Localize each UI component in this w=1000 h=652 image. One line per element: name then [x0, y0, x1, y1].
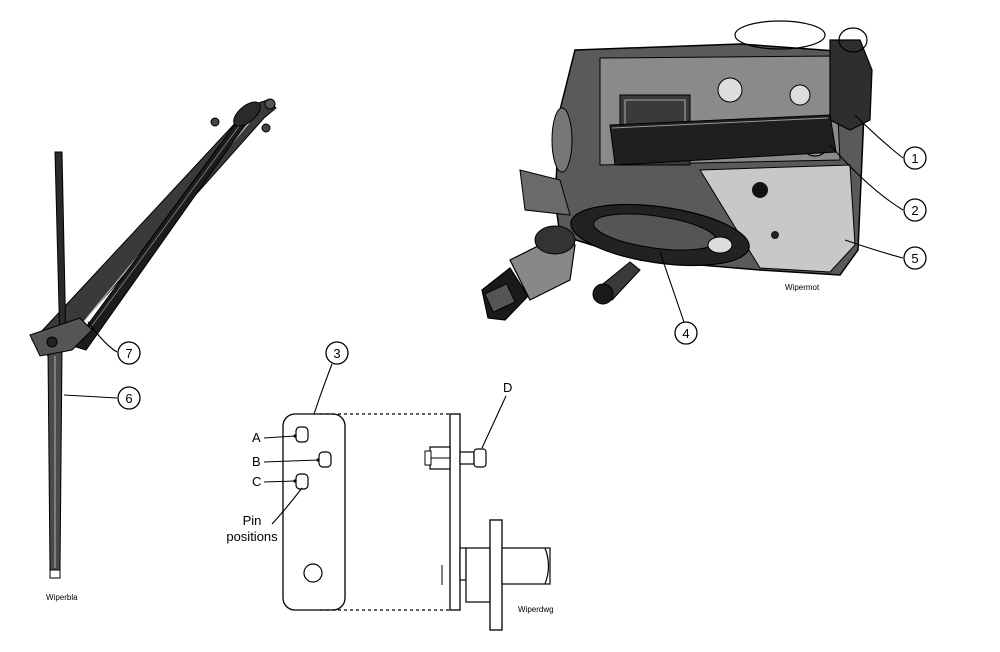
pin-slot-c: [295, 473, 309, 490]
callout-4: 4: [659, 251, 698, 345]
pin-label-b: B: [252, 454, 320, 469]
pin-slot-a: [295, 426, 309, 443]
callout-6: 6: [63, 386, 141, 410]
caption-motor: Wipermot: [785, 283, 820, 292]
wiper-motor-illustration: [481, 20, 873, 321]
svg-text:positions: positions: [226, 529, 278, 544]
svg-text:A: A: [252, 430, 261, 445]
callout-7-label: 7: [125, 346, 132, 361]
callout-3-label: 3: [333, 346, 340, 361]
pin-positions-label: Pin positions: [226, 487, 303, 544]
svg-text:C: C: [252, 474, 261, 489]
svg-text:Pin: Pin: [243, 513, 262, 528]
pin-d: [473, 448, 487, 468]
pivot-hole: [303, 563, 323, 583]
pin-slot-b: [318, 451, 332, 468]
caption-blade: Wiperbla: [46, 593, 78, 602]
pin-label-a: A: [252, 430, 297, 445]
callout-2-label: 2: [911, 203, 918, 218]
callout-6-label: 6: [125, 391, 132, 406]
pin-label-c: C: [252, 474, 297, 489]
svg-text:B: B: [252, 454, 261, 469]
plate-side-view: [449, 413, 461, 611]
callout-4-label: 4: [682, 326, 689, 341]
callout-3: 3: [313, 341, 349, 415]
callout-5: 5: [844, 239, 927, 270]
callout-1: 1: [854, 114, 927, 170]
crank-plate-drawing: [282, 413, 551, 631]
callout-5-label: 5: [911, 251, 918, 266]
callout-1-label: 1: [911, 151, 918, 166]
callout-2: 2: [829, 144, 927, 222]
motor-flange: [489, 519, 503, 631]
pin-label-d: D: [481, 380, 512, 449]
callout-7: 7: [87, 321, 141, 365]
wiper-blade-illustration: [29, 98, 277, 579]
caption-drawing: Wiperdwg: [518, 605, 554, 614]
svg-text:D: D: [503, 380, 512, 395]
